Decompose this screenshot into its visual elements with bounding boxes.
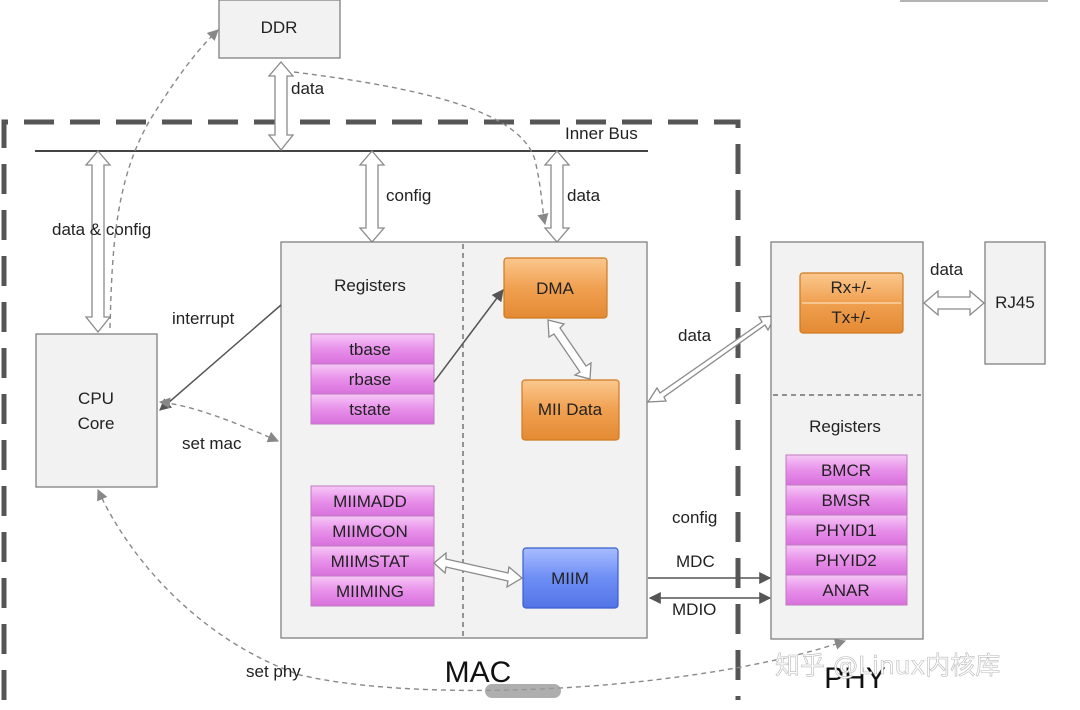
register-miimcon-label: MIIMCON: [332, 522, 408, 541]
register-bmcr: [785, 454, 908, 486]
set-phy-dashed-path: [97, 488, 847, 692]
interrupt-arrow: [159, 304, 282, 411]
tx-label: Tx+/-: [831, 308, 870, 327]
scroll-pill: [485, 684, 561, 698]
register-tstate-label: tstate: [349, 400, 391, 419]
cpu-label-line2: Core: [78, 414, 115, 433]
miidata-phy-arrow: [646, 315, 777, 403]
cpu-core-block: [35, 333, 158, 488]
register-anar-label: ANAR: [822, 581, 869, 600]
cpu-bus-arrow: [84, 150, 112, 334]
inner-bus-label: Inner Bus: [565, 124, 638, 143]
phy-register-group: BMCR BMSR PHYID1 PHYID2 ANAR: [785, 454, 908, 606]
ddr-label: DDR: [261, 18, 298, 37]
mac-label: MAC: [445, 656, 512, 689]
register-bmcr-label: BMCR: [821, 461, 871, 480]
config-bus-arrow: [358, 150, 386, 243]
config-phy-label: config: [672, 508, 717, 527]
phy-registers-title: Registers: [809, 417, 881, 436]
dma-miidata-arrow: [547, 319, 592, 380]
config-bus-label: config: [386, 186, 431, 205]
set-mac-label: set mac: [182, 434, 242, 453]
register-miimstat-label: MIIMSTAT: [331, 552, 410, 571]
rx-label: Rx+/-: [830, 278, 871, 297]
mdio-label: MDIO: [672, 600, 716, 619]
cpu-label-line1: CPU: [78, 389, 114, 408]
mii-data-label: MII Data: [538, 400, 603, 419]
register-phyid1-label: PHYID1: [815, 521, 876, 540]
rj45-block: [984, 241, 1046, 365]
register-rbase: [310, 363, 435, 395]
register-miiming-label: MIIMING: [336, 582, 404, 601]
data-phy-label: data: [678, 326, 712, 345]
dma-block: [503, 257, 608, 319]
mii-data-block: [521, 379, 620, 441]
data-config-label: data & config: [52, 220, 151, 239]
interrupt-label: interrupt: [172, 309, 235, 328]
register-tstate: [310, 393, 435, 425]
mdc-label: MDC: [676, 552, 715, 571]
phy-label: PHY: [824, 662, 886, 695]
register-rbase-label: rbase: [349, 370, 392, 389]
register-phyid2-label: PHYID2: [815, 551, 876, 570]
register-tbase-label: tbase: [349, 340, 391, 359]
rxtx-rj45-arrow: [923, 289, 985, 317]
dma-label: DMA: [536, 279, 574, 298]
register-miimadd-label: MIIMADD: [333, 492, 407, 511]
cpu-ddr-dashed-path: [109, 29, 219, 329]
data-bus-arrow: [543, 150, 571, 243]
mac-boundary: [1, 119, 741, 700]
ddr-dma-dashed-path: [293, 71, 549, 226]
rbase-dma-arrow: [433, 289, 504, 383]
mac-register-group-bottom: MIIMADD MIIMCON MIIMSTAT MIIMING: [310, 485, 435, 607]
data-rj45-label: data: [930, 260, 964, 279]
data-top-label: data: [291, 79, 325, 98]
rj45-label: RJ45: [995, 293, 1035, 312]
register-bmsr-label: BMSR: [821, 491, 870, 510]
data-bus-label: data: [567, 186, 601, 205]
ddr-bus-arrow: [267, 61, 295, 152]
mac-register-group-top: tbase rbase tstate: [310, 333, 435, 425]
register-tbase: [310, 333, 435, 365]
mac-registers-title: Registers: [334, 276, 406, 295]
watermark-text: 知乎 @Linux内核库: [775, 651, 1000, 680]
ddr-block: [218, 0, 341, 59]
set-phy-label: set phy: [246, 662, 301, 681]
miim-label: MIIM: [551, 569, 589, 588]
